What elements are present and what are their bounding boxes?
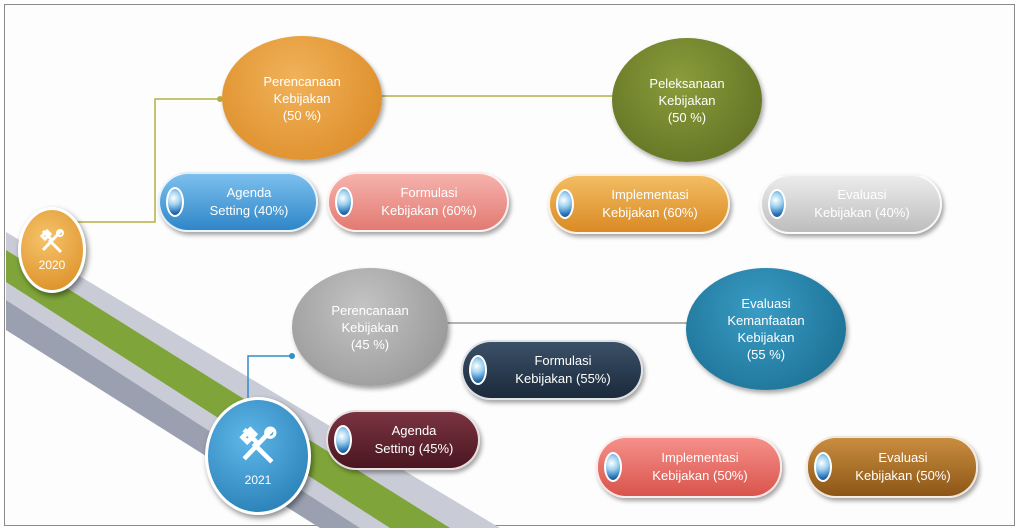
- pill-formulasi-2020: Formulasi Kebijakan (60%): [327, 172, 509, 232]
- pill-evaluasi-2021: Evaluasi Kebijakan (50%): [806, 436, 978, 498]
- pill-formulasi-2021: Formulasi Kebijakan (55%): [461, 340, 643, 400]
- orb-icon: [768, 189, 786, 219]
- pill-evaluasi-2020: Evaluasi Kebijakan (40%): [760, 174, 942, 234]
- node-evaluasi-kemanfaatan-2021: Evaluasi Kemanfaatan Kebijakan (55 %): [686, 268, 846, 390]
- hammer-wrench-icon: [239, 426, 277, 464]
- year-badge-2020: 2020: [18, 207, 86, 293]
- hammer-wrench-icon: [39, 228, 64, 254]
- node-perencanaan-2020: Perencanaan Kebijakan (50 %): [222, 36, 382, 160]
- pill-agenda-setting-2020: Agenda Setting (40%): [158, 172, 318, 232]
- pill-implementasi-2021: Implementasi Kebijakan (50%): [596, 436, 782, 498]
- orb-icon: [335, 187, 353, 217]
- orb-icon: [604, 452, 622, 482]
- orb-icon: [469, 355, 487, 385]
- orb-icon: [814, 452, 832, 482]
- pill-agenda-setting-2021: Agenda Setting (45%): [326, 410, 480, 470]
- pill-implementasi-2020: Implementasi Kebijakan (60%): [548, 174, 730, 234]
- orb-icon: [556, 189, 574, 219]
- year-label-2020: 2020: [38, 258, 66, 272]
- year-label-2021: 2021: [244, 473, 272, 487]
- node-perencanaan-2021: Perencanaan Kebijakan (45 %): [292, 268, 448, 386]
- node-pelaksanaan-2020: Peleksanaan Kebijakan (50 %): [612, 38, 762, 162]
- orb-icon: [334, 425, 352, 455]
- year-badge-2021: 2021: [205, 397, 311, 515]
- orb-icon: [166, 187, 184, 217]
